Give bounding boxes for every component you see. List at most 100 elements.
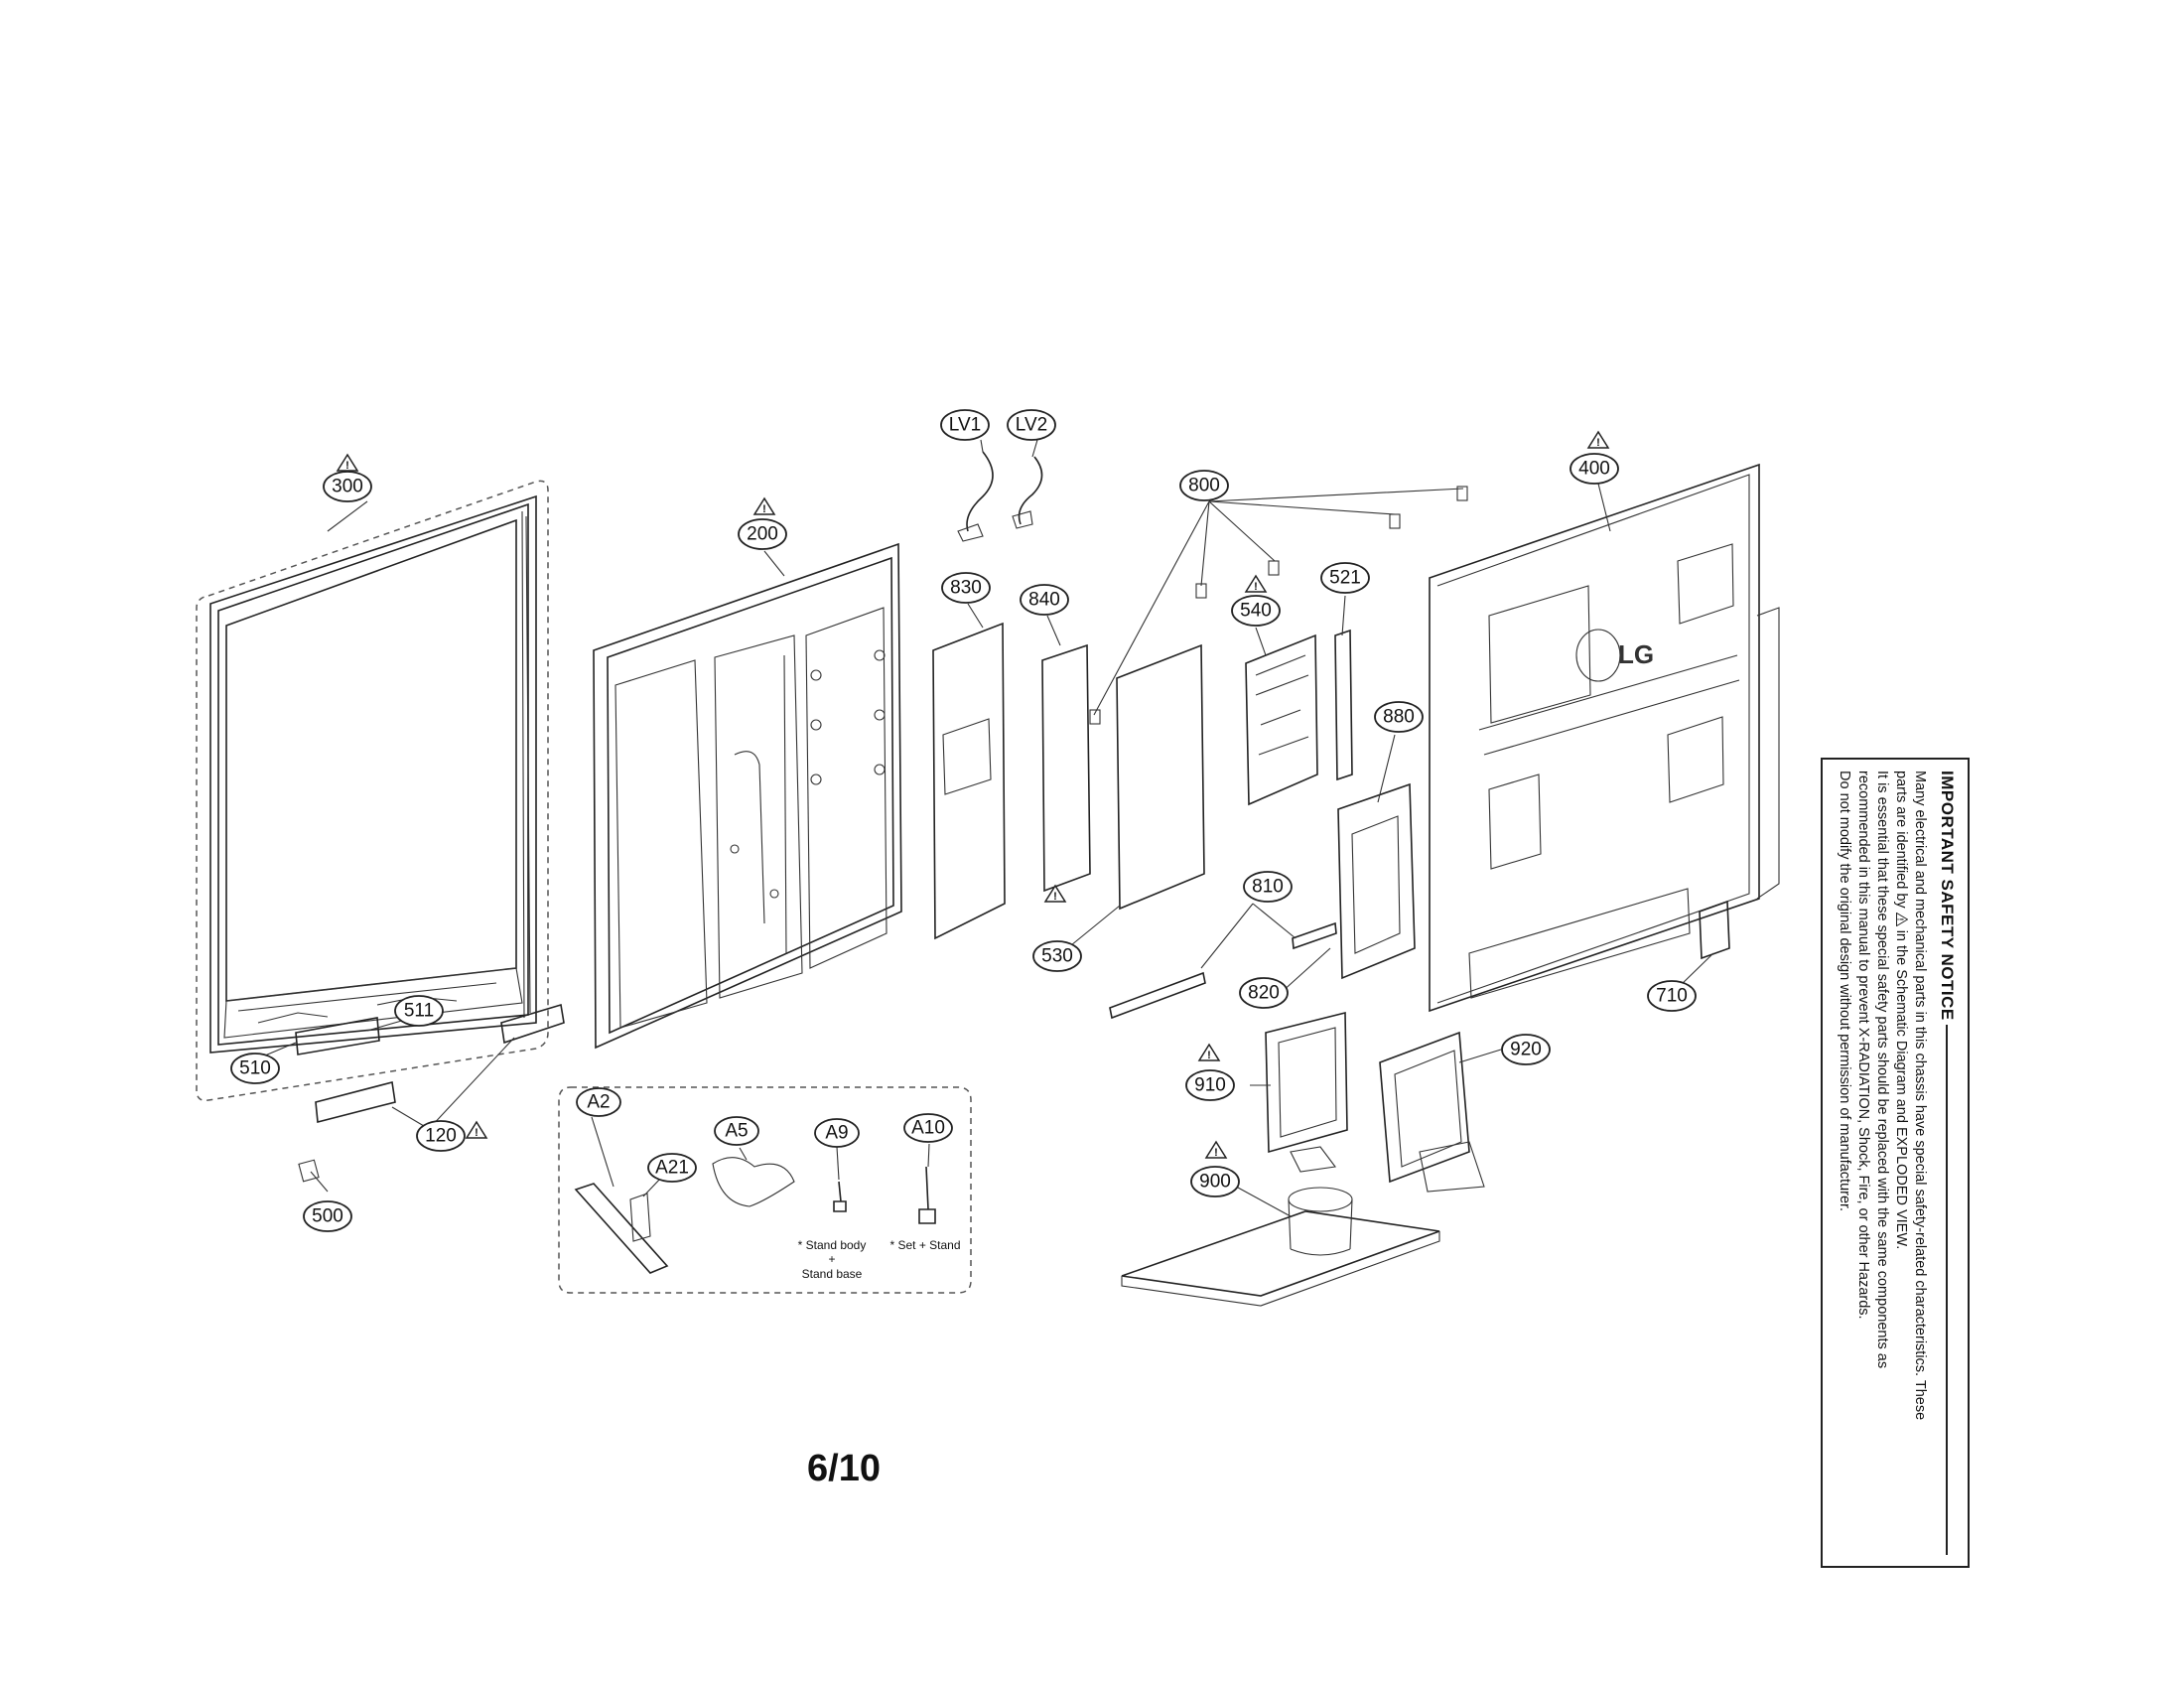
accessory-box [558, 1086, 972, 1294]
safety-notice-line: parts are identified by ! in the Schemat… [1893, 771, 1909, 1250]
safety-notice-content: IMPORTANT SAFETY NOTICE Many electrical … [1832, 771, 1959, 1555]
callout-a9: A9 [814, 1118, 860, 1148]
backlight-chassis-200 [593, 542, 902, 1050]
svg-text:A21: A21 [655, 1158, 689, 1179]
svg-text:A9: A9 [825, 1123, 848, 1144]
warning-icon: ! [752, 496, 776, 515]
page-number: 6/10 [807, 1448, 881, 1489]
callout-a5: A5 [714, 1116, 759, 1146]
svg-text:A10: A10 [911, 1118, 945, 1139]
stand-parts [1121, 1011, 1485, 1307]
svg-text:820: 820 [1248, 983, 1280, 1004]
callout-880: 880 [1374, 701, 1424, 733]
svg-text:540: 540 [1240, 601, 1272, 622]
small-parts [295, 1003, 565, 1183]
svg-text:400: 400 [1578, 459, 1610, 480]
callout-a2: A2 [576, 1087, 621, 1117]
callout-120: 120 [416, 1120, 466, 1152]
svg-text:!: ! [345, 460, 349, 472]
callout-810: 810 [1243, 871, 1293, 903]
svg-text:530: 530 [1041, 946, 1073, 967]
callout-920: 920 [1501, 1034, 1551, 1065]
safety-notice-title: IMPORTANT SAFETY NOTICE [1938, 771, 1957, 1021]
callout-840: 840 [1020, 584, 1069, 616]
svg-text:!: ! [1207, 1050, 1211, 1061]
brand-logo: LG [1618, 639, 1654, 669]
callout-500: 500 [303, 1200, 352, 1232]
callout-400: 400 [1570, 453, 1619, 485]
bracket-880 [1337, 782, 1416, 980]
svg-text:510: 510 [239, 1058, 271, 1079]
safety-notice-line: It is essential that these special safet… [1874, 771, 1890, 1369]
warning-icon: ! [1043, 884, 1067, 903]
svg-text:910: 910 [1194, 1075, 1226, 1096]
callout-710: 710 [1647, 980, 1697, 1012]
leader-lines [264, 439, 1714, 1217]
note-stand-body: * Stand body [798, 1238, 867, 1252]
safety-notice-box: IMPORTANT SAFETY NOTICE Many electrical … [1821, 758, 1970, 1568]
insulation-sheets [932, 622, 1205, 940]
svg-text:840: 840 [1028, 590, 1060, 611]
back-cover-400 [1429, 463, 1780, 1013]
callout-900: 900 [1190, 1166, 1240, 1197]
callout-820: 820 [1239, 977, 1289, 1009]
callout-a21: A21 [647, 1153, 697, 1183]
svg-text:900: 900 [1199, 1172, 1231, 1193]
callout-lv2: LV2 [1007, 409, 1056, 441]
svg-text:!: ! [475, 1127, 478, 1139]
svg-text:!: ! [1214, 1147, 1218, 1159]
warning-icon: ! [465, 1120, 488, 1139]
svg-text:511: 511 [404, 1001, 434, 1022]
lvds-cables [957, 451, 1043, 542]
svg-text:A2: A2 [587, 1092, 610, 1113]
svg-text:120: 120 [425, 1126, 457, 1147]
callout-910: 910 [1185, 1069, 1235, 1101]
note-plus: + [828, 1252, 835, 1266]
warning-icons: ! ! ! ! ! ! ! ! [336, 430, 1610, 1159]
callout-540: 540 [1231, 595, 1281, 627]
svg-text:710: 710 [1656, 986, 1688, 1007]
callout-521: 521 [1320, 562, 1370, 594]
callout-510: 510 [230, 1053, 280, 1084]
svg-text:!: ! [1596, 437, 1600, 449]
note-stand-base: Stand base [802, 1267, 863, 1281]
callout-511: 511 [394, 995, 444, 1027]
callout-800: 800 [1179, 470, 1229, 501]
safety-notice-line: Many electrical and mechanical parts in … [1912, 771, 1928, 1421]
svg-text:880: 880 [1383, 707, 1415, 728]
svg-text:810: 810 [1252, 877, 1284, 898]
svg-text:800: 800 [1188, 476, 1220, 496]
svg-text:A5: A5 [725, 1121, 748, 1142]
svg-text:LV2: LV2 [1016, 415, 1047, 436]
warning-icon: ! [1586, 430, 1610, 449]
callout-830: 830 [941, 572, 991, 604]
warning-icon: ! [1244, 574, 1268, 593]
bracket-710 [1699, 900, 1730, 960]
main-board-540 [1245, 629, 1353, 806]
safety-notice-rule [1946, 1024, 1948, 1555]
safety-notice-line: Do not modify the original design withou… [1837, 771, 1852, 1212]
safety-notice-title-row: IMPORTANT SAFETY NOTICE [1935, 771, 1959, 1555]
callout-a10: A10 [903, 1113, 953, 1143]
callout-lv1: LV1 [940, 409, 990, 441]
front-cabinet-300 [196, 480, 549, 1102]
svg-text:300: 300 [332, 477, 363, 497]
svg-text:200: 200 [747, 524, 778, 545]
svg-text:!: ! [762, 503, 766, 515]
svg-text:830: 830 [950, 578, 982, 599]
brackets-810-820 [1109, 921, 1337, 1020]
callout-300: 300 [323, 471, 372, 502]
warning-icon: ! [1197, 1043, 1221, 1061]
svg-text:521: 521 [1329, 568, 1361, 589]
warning-icon: ! [1204, 1140, 1228, 1159]
svg-text:920: 920 [1510, 1040, 1542, 1060]
safety-notice-body: Many electrical and mechanical parts in … [1835, 771, 1929, 1555]
note-set-stand: * Set + Stand [889, 1238, 960, 1252]
callout-530: 530 [1032, 940, 1082, 972]
warning-icon: ! [1896, 912, 1908, 926]
svg-text:!: ! [1053, 891, 1057, 903]
svg-text:LV1: LV1 [949, 415, 981, 436]
callout-200: 200 [738, 518, 787, 550]
safety-notice-line: recommended in this manual to prevent X-… [1855, 771, 1871, 1320]
